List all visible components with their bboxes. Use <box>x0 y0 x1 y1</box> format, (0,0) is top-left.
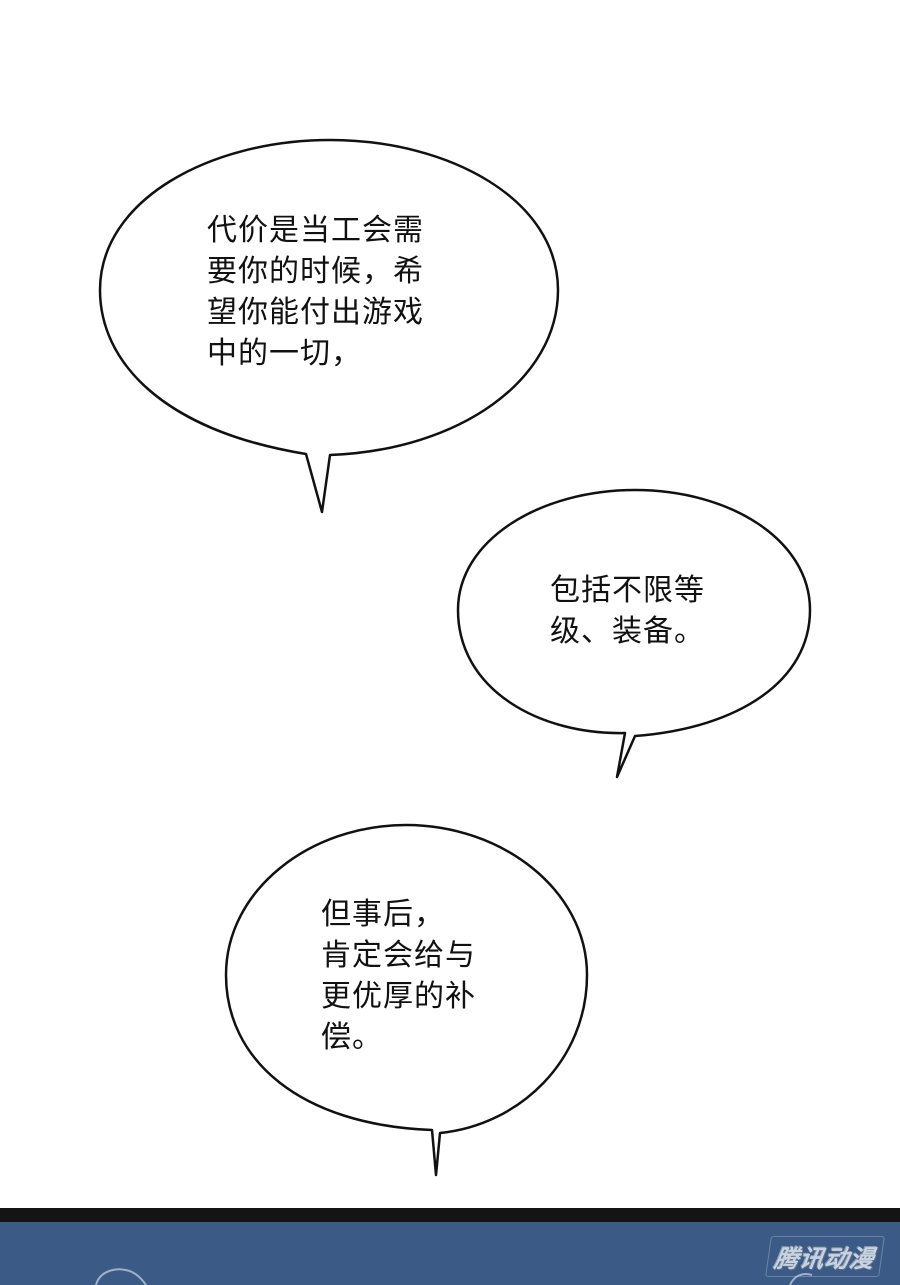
speech-bubble-2 <box>456 488 812 779</box>
right-figure-outline <box>789 1273 813 1285</box>
watermark-logo: 腾讯动漫 <box>765 1236 885 1277</box>
speech-bubble-2-text: 包括不限等 级、装备。 <box>550 573 705 649</box>
panel-artwork <box>95 1268 813 1285</box>
speech-bubble-3 <box>224 823 589 1177</box>
next-panel-preview: 腾讯动漫 <box>0 1208 900 1285</box>
left-figure-outline <box>95 1268 147 1285</box>
speech-bubble-3-text: 但事后， 肯定会给与 更优厚的补 偿。 <box>321 897 476 1055</box>
speech-bubble-1-text: 代价是当工会需 要你的时候，希 望你能付出游戏 中的一切， <box>207 213 424 371</box>
speech-bubble-1 <box>98 138 560 514</box>
